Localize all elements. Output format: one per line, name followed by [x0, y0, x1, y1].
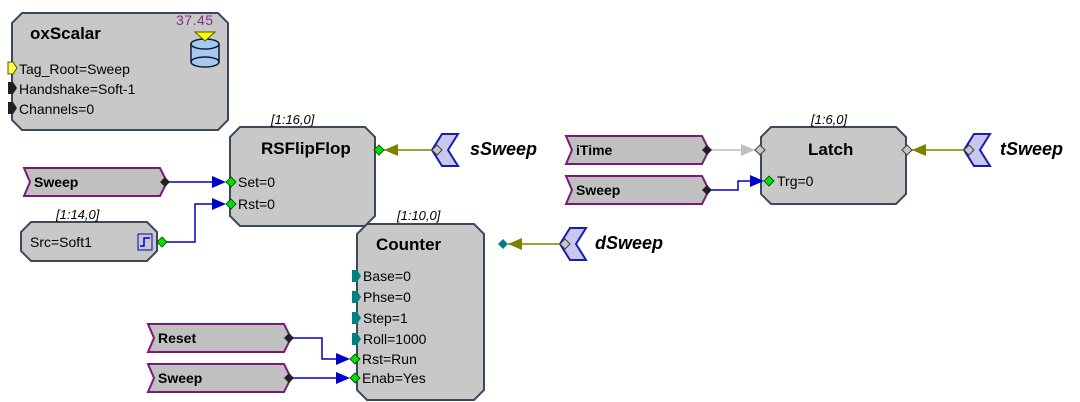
counter-port-rst: Rst=Run: [362, 351, 417, 367]
port-set: [225, 176, 237, 188]
latch-block[interactable]: [760, 126, 907, 205]
rsflipflop-title: RSFlipFlop: [261, 139, 351, 158]
counter-port-phse: Phse=0: [363, 289, 411, 305]
param-handshake: Handshake=Soft-1: [19, 81, 136, 97]
counter-port-roll: Roll=1000: [363, 331, 427, 347]
port-trg: [763, 175, 775, 187]
oxscalar-title: oxScalar: [30, 24, 101, 43]
counter-index: [1:10,0]: [397, 208, 441, 223]
port-channels: [8, 102, 17, 114]
port-tsweep-in: [963, 144, 975, 156]
port-latch-out: [901, 144, 913, 156]
port-latch-in: [754, 144, 766, 156]
latch-title: Latch: [808, 140, 854, 159]
arrowheads: [212, 144, 926, 384]
wire-sweep-to-trg: [711, 180, 760, 191]
tag-sweep-left-label: Sweep: [34, 174, 79, 190]
port-tag-reset: [284, 333, 294, 343]
latch-port-trg: Trg=0: [777, 173, 814, 189]
rising-edge-icon: [137, 233, 153, 251]
trigger-index: [1:14,0]: [56, 207, 100, 222]
port-rst-counter: [349, 353, 361, 365]
port-tag-sweep-left: [160, 177, 170, 187]
port-dsweep-in: [559, 238, 571, 250]
port-tag-root: [7, 61, 18, 75]
tag-itime-shape[interactable]: [564, 135, 711, 165]
port-tag-sweep-bottom: [284, 373, 294, 383]
trigger-block[interactable]: [20, 221, 158, 262]
counter-block[interactable]: [356, 223, 485, 401]
tag-itime-label: iTime: [576, 142, 613, 158]
oxscalar-block[interactable]: [11, 12, 229, 131]
tag-sweep-bottom-shape[interactable]: [146, 363, 293, 393]
tag-sweep-latch-shape[interactable]: [564, 175, 711, 205]
trigger-label: Src=Soft1: [30, 234, 92, 250]
wire-trigger-to-rst: [165, 203, 222, 243]
port-rst-ff: [225, 198, 237, 210]
tag-sweep-latch-label: Sweep: [576, 182, 621, 198]
port-tag-itime: [702, 145, 712, 155]
port-counter-out: [498, 239, 508, 249]
counter-port-step: Step=1: [363, 310, 408, 326]
port-roll: [352, 333, 361, 345]
oxscalar-database-icon: [190, 31, 220, 68]
rsflipflop-port-rst: Rst=0: [238, 196, 275, 212]
tag-sweep-left-shape[interactable]: [22, 167, 169, 197]
tag-reset-label: Reset: [158, 330, 197, 346]
tag-sweep-bottom-label: Sweep: [158, 370, 203, 386]
port-enab: [349, 372, 361, 384]
port-base: [352, 270, 361, 282]
ports: [7, 61, 975, 384]
port-step: [352, 312, 361, 324]
param-channels: Channels=0: [19, 101, 95, 117]
output-dsweep-label: dSweep: [595, 233, 664, 253]
param-tag-root: Tag_Root=Sweep: [19, 61, 130, 77]
counter-port-base: Base=0: [363, 268, 411, 284]
counter-port-enab: Enab=Yes: [362, 370, 426, 386]
output-tsweep-label: tSweep: [1000, 139, 1064, 159]
port-phse: [352, 291, 361, 303]
counter-title: Counter: [376, 235, 442, 254]
rsflipflop-port-set: Set=0: [238, 174, 275, 190]
tag-reset-shape[interactable]: [146, 323, 293, 353]
port-ff-out: [373, 144, 385, 156]
latch-index: [1:6,0]: [811, 112, 848, 127]
port-handshake: [8, 82, 17, 94]
rsflipflop-index: [1:16,0]: [271, 112, 315, 127]
port-tag-sweep-latch: [702, 185, 712, 195]
port-trigger-out: [156, 236, 168, 248]
oxscalar-value: 37.45: [176, 12, 214, 28]
port-ssweep-in: [431, 144, 443, 156]
wire-reset-to-rst: [293, 337, 346, 360]
output-ssweep-label: sSweep: [470, 139, 538, 159]
